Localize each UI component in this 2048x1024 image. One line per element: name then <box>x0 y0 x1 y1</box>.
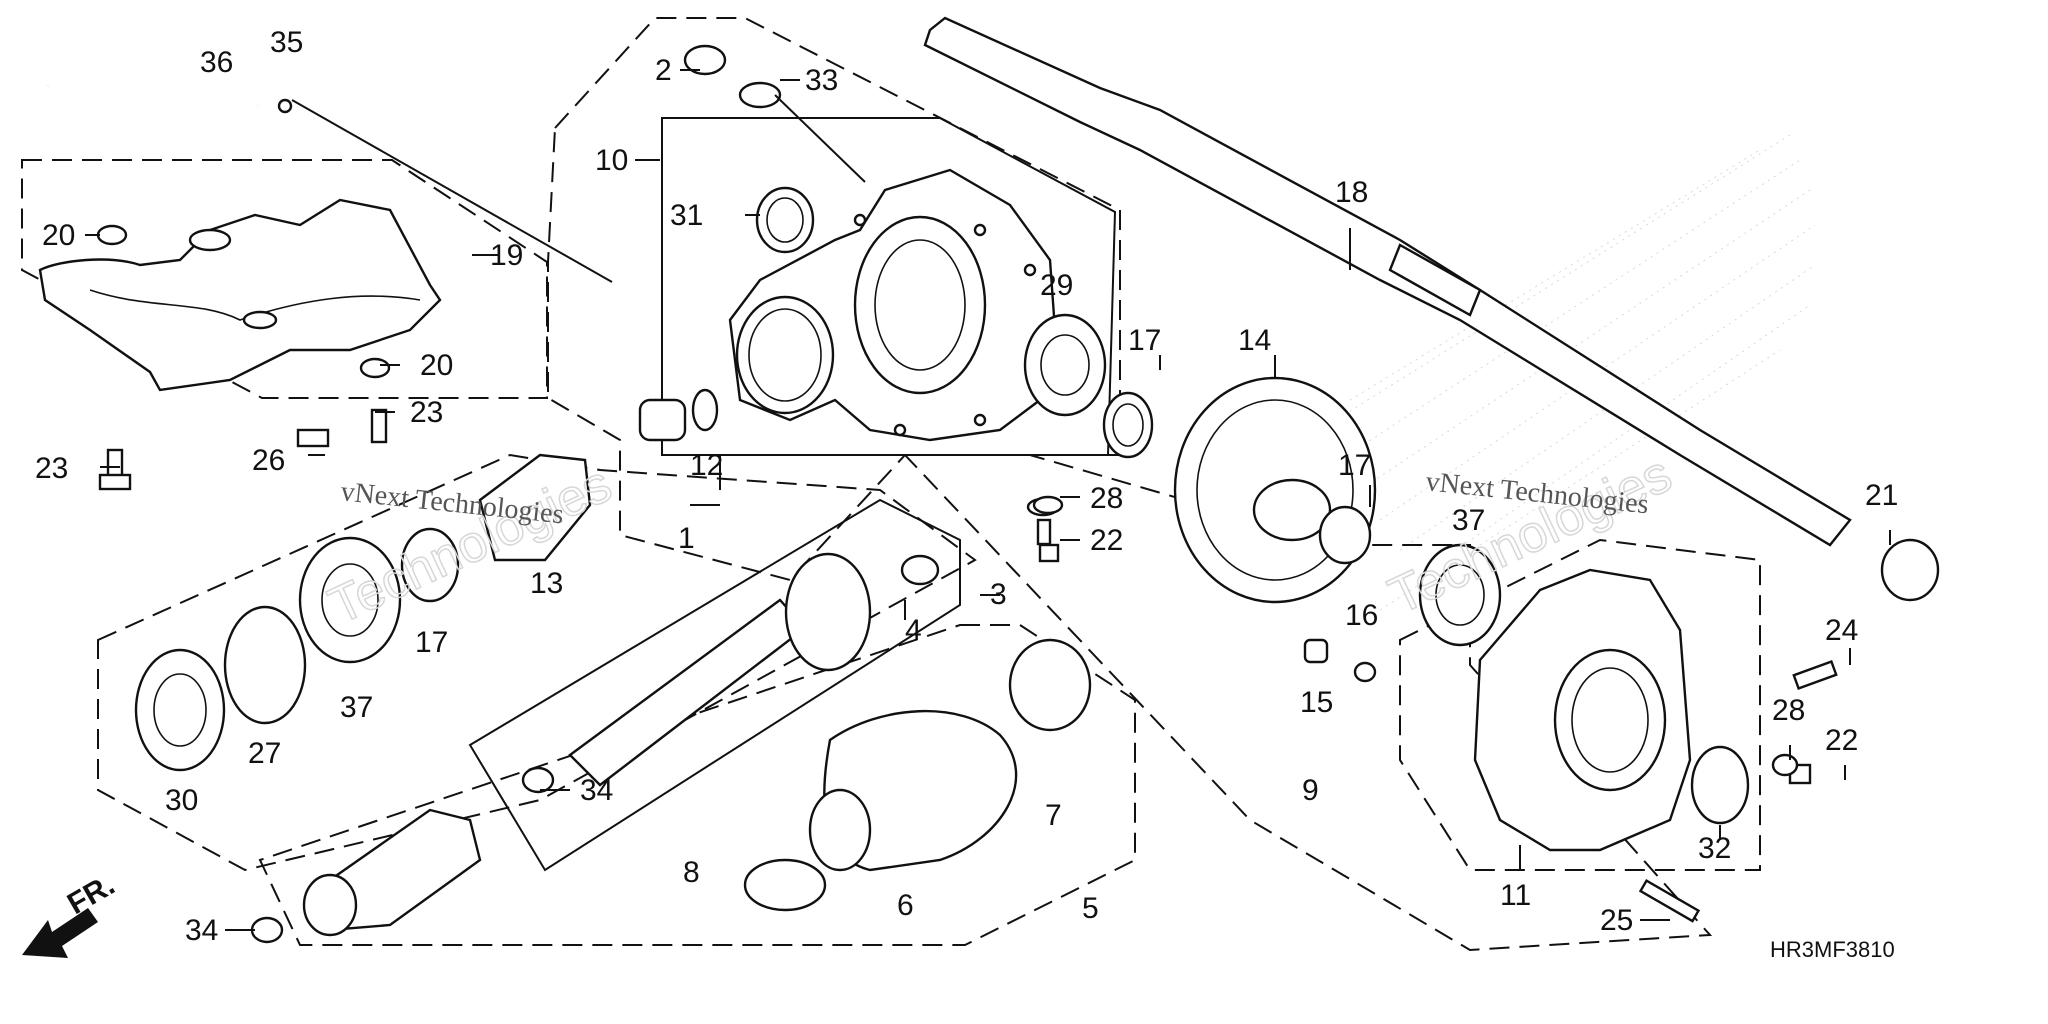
callout-20a: 20 <box>42 219 75 252</box>
callout-27: 27 <box>248 737 281 770</box>
callout-19: 19 <box>490 239 523 272</box>
callout-17b: 17 <box>1338 449 1371 482</box>
propeller-shaft-parts <box>250 552 1092 944</box>
hatch-background <box>1319 134 1816 611</box>
callout-34b: 34 <box>185 914 218 947</box>
group-outline-11 <box>1399 538 1761 871</box>
leader-lines <box>85 69 1891 931</box>
callout-29: 29 <box>1040 269 1073 302</box>
callout-8: 8 <box>683 856 700 889</box>
callout-6: 6 <box>897 889 914 922</box>
callout-4: 4 <box>905 614 922 647</box>
final-gear-case-part <box>728 168 1057 442</box>
callout-28b: 28 <box>1772 694 1805 727</box>
callout-36: 36 <box>200 46 233 79</box>
callout-18: 18 <box>1335 176 1368 209</box>
gear-case-cover-part <box>1418 538 1940 852</box>
diagram-code: HR3MF3810 <box>1770 937 1895 962</box>
axle-shaft-part <box>923 16 1852 547</box>
callout-16: 16 <box>1345 599 1378 632</box>
callout-32: 32 <box>1698 832 1731 865</box>
callout-31: 31 <box>670 199 703 232</box>
callout-23b: 23 <box>410 396 443 429</box>
callout-7: 7 <box>1045 799 1062 832</box>
callout-28a: 28 <box>1090 482 1123 515</box>
callout-25: 25 <box>1600 904 1633 937</box>
group-outline-upper-case <box>547 17 1121 582</box>
small-parts <box>638 44 1154 546</box>
callout-22b: 22 <box>1825 724 1858 757</box>
callout-33: 33 <box>805 64 838 97</box>
callout-30: 30 <box>165 784 198 817</box>
direction-label: FR. <box>62 868 120 921</box>
callout-9: 9 <box>1302 774 1319 807</box>
group-outline-3 <box>468 498 961 872</box>
group-outline-5 <box>258 624 1136 946</box>
callout-13: 13 <box>530 567 563 600</box>
group-outline-19 <box>21 159 548 399</box>
callout-35: 35 <box>270 26 303 59</box>
callout-23a: 23 <box>35 452 68 485</box>
front-direction-arrow: FR. <box>22 868 120 958</box>
callout-3: 3 <box>990 578 1007 611</box>
callout-37b: 37 <box>340 691 373 724</box>
callout-24: 24 <box>1825 614 1858 647</box>
guard-plate-part <box>38 198 442 392</box>
callout-17a: 17 <box>1128 324 1161 357</box>
ring-gear-part <box>1173 376 1377 604</box>
callout-34a: 34 <box>580 774 613 807</box>
group-outline-9 <box>902 454 1713 952</box>
callout-11: 11 <box>1500 879 1531 912</box>
arrow-icon <box>22 908 98 958</box>
callout-14: 14 <box>1238 324 1271 357</box>
callout-21: 21 <box>1865 479 1898 512</box>
pinion-parts <box>134 453 592 772</box>
callout-10: 10 <box>595 144 628 177</box>
callout-26: 26 <box>252 444 285 477</box>
callout-37a: 37 <box>1452 504 1485 537</box>
callout-2: 2 <box>655 54 672 87</box>
callout-5: 5 <box>1082 892 1099 925</box>
callout-17c: 17 <box>415 626 448 659</box>
callout-22a: 22 <box>1090 524 1123 557</box>
callout-1: 1 <box>678 522 695 555</box>
hose-part <box>43 43 613 283</box>
part-callouts: 1 2 3 4 5 6 7 8 9 10 11 12 13 14 15 16 1… <box>35 26 1898 947</box>
callout-12: 12 <box>690 449 723 482</box>
callout-20b: 20 <box>420 349 453 382</box>
callout-15: 15 <box>1300 686 1333 719</box>
